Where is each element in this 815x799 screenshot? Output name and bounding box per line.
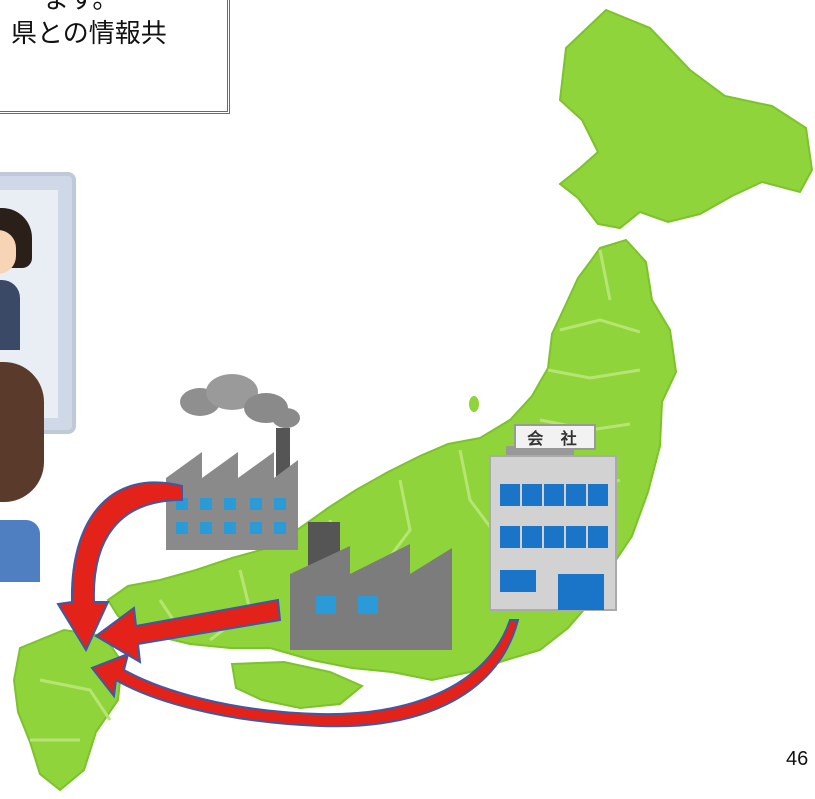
kyushu-island (12, 628, 124, 792)
text-callout-box: ます。 県との情報共 (0, 0, 230, 114)
remote-person-body (0, 280, 20, 350)
local-person-hair (0, 362, 44, 502)
callout-text-line-2: 県との情報共 (11, 19, 167, 49)
local-person-shirt (0, 520, 40, 582)
company-sign: 会 社 (514, 424, 596, 450)
red-arrow-factory1-to-kyushu (56, 481, 183, 653)
factory-building-1 (166, 374, 300, 550)
company-building (489, 446, 617, 611)
remote-person-face (0, 230, 16, 274)
callout-text-line-1: ます。 (43, 0, 119, 15)
page-number: 46 (786, 748, 809, 770)
factory-building-2 (290, 522, 452, 650)
hokkaido-island (558, 8, 814, 230)
red-arrow-factory2-to-kyushu (94, 598, 282, 664)
shikoku-island (230, 660, 364, 710)
red-arrow-company-to-kyushu (90, 619, 520, 728)
